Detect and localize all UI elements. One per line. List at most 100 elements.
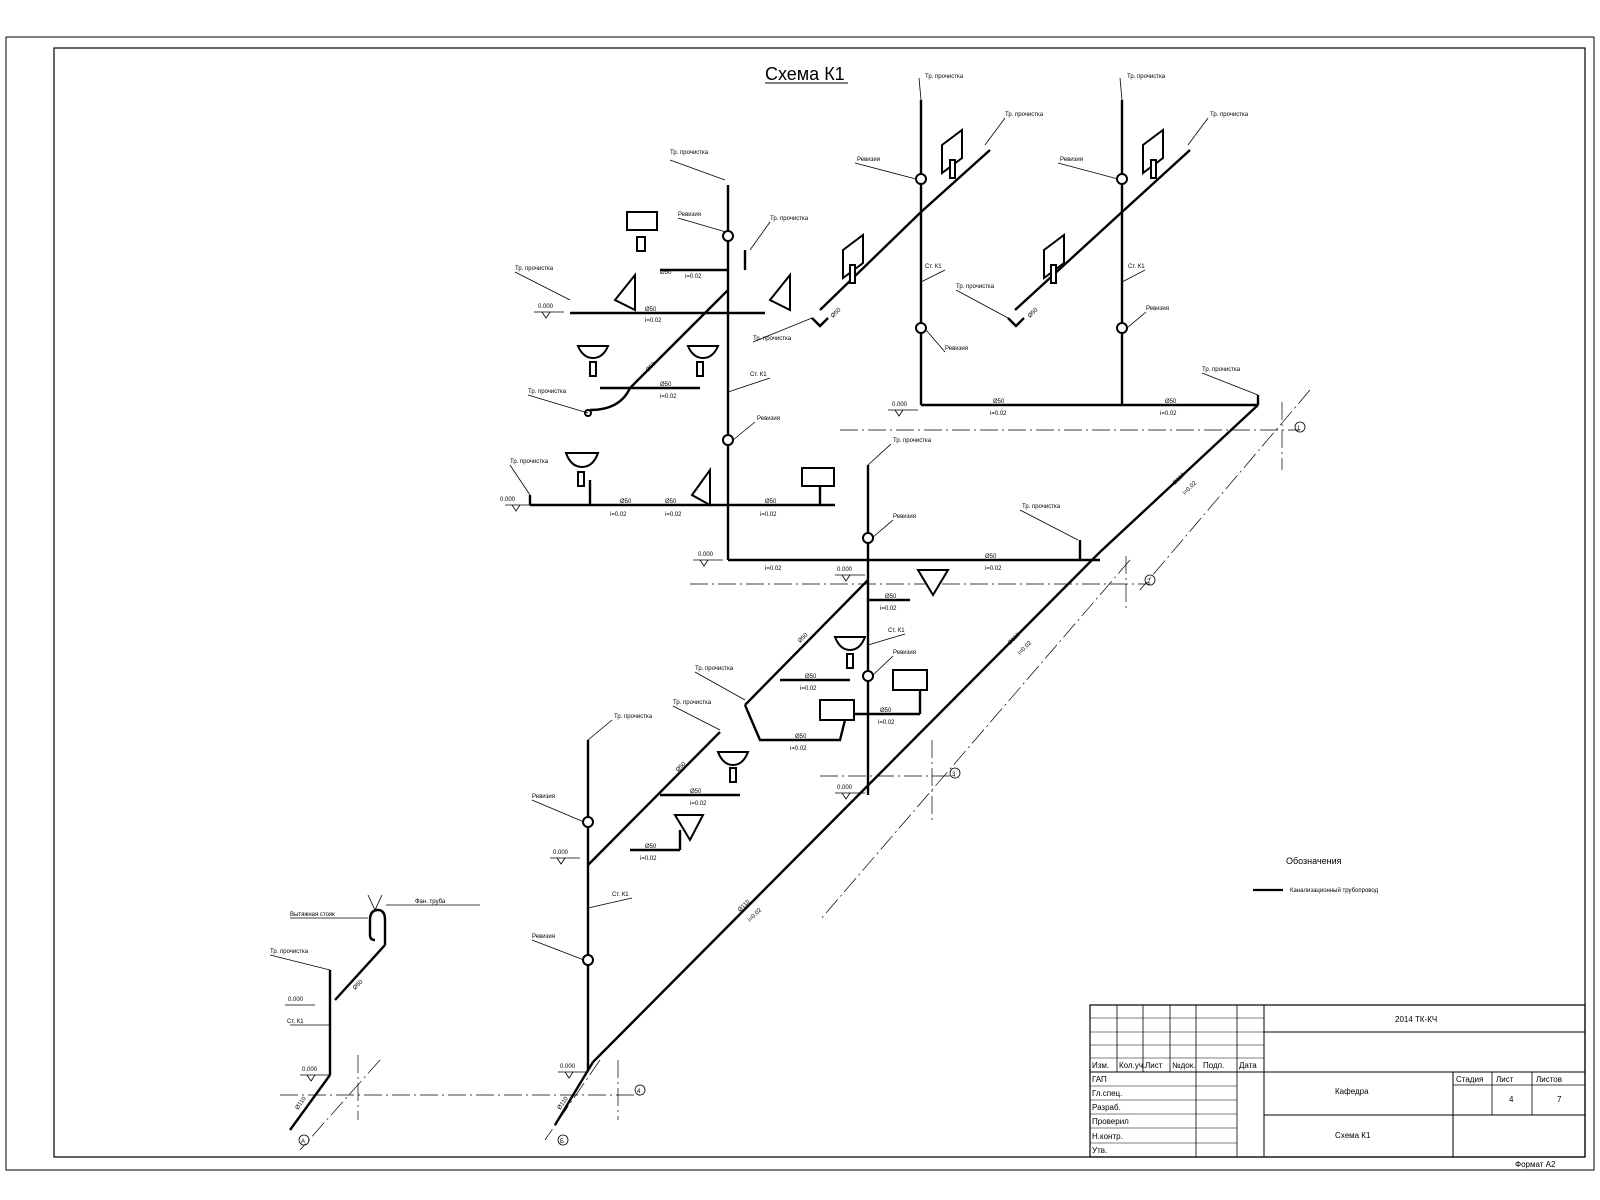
svg-text:i=0.02: i=0.02 bbox=[685, 274, 702, 280]
svg-text:Ø50: Ø50 bbox=[880, 708, 892, 714]
svg-text:А: А bbox=[301, 1139, 305, 1145]
riser-label-6: Ст. К1 bbox=[287, 1019, 330, 1026]
svg-text:i=0.02: i=0.02 bbox=[747, 907, 763, 923]
svg-text:0.000: 0.000 bbox=[288, 997, 304, 1003]
stamp-sheet-header: Лист bbox=[1496, 1075, 1514, 1084]
svg-text:Ст. К1: Ст. К1 bbox=[750, 372, 767, 378]
riser-group-left bbox=[528, 185, 875, 562]
cleanout-label-5: Тр. прочистка bbox=[1187, 112, 1249, 146]
svg-text:i=0.02: i=0.02 bbox=[990, 411, 1007, 417]
svg-text:i=0.02: i=0.02 bbox=[645, 318, 662, 324]
svg-text:Б: Б bbox=[560, 1139, 564, 1145]
inner-frame bbox=[53, 47, 1586, 1158]
stamp-row-6: Утв. bbox=[1092, 1146, 1107, 1155]
fan-pipe-label: Фан. труба bbox=[386, 899, 480, 906]
svg-text:Ø50: Ø50 bbox=[765, 499, 777, 505]
svg-text:Ревизия: Ревизия bbox=[1060, 157, 1083, 163]
stamp-col-6: Дата bbox=[1239, 1061, 1257, 1070]
cleanout-label-8: Тр. прочистка bbox=[752, 317, 813, 343]
annotations: Тр. прочистка Тр. прочистка Тр. прочистк… bbox=[269, 74, 1301, 1145]
svg-text:0.000: 0.000 bbox=[837, 567, 853, 573]
cleanout-label-16: Тр. прочистка bbox=[672, 700, 721, 731]
svg-text:Тр. прочистка: Тр. прочистка bbox=[670, 150, 709, 156]
svg-text:Ревизия: Ревизия bbox=[532, 794, 555, 800]
svg-text:Тр. прочистка: Тр. прочистка bbox=[1127, 74, 1166, 80]
stamp-col-3: Лист bbox=[1145, 1061, 1163, 1070]
svg-text:Ø50: Ø50 bbox=[660, 382, 672, 388]
cleanout-label-17: Тр. прочистка bbox=[587, 714, 653, 741]
svg-text:i=0.02: i=0.02 bbox=[690, 801, 707, 807]
svg-text:i=0.02: i=0.02 bbox=[1182, 480, 1198, 496]
cleanout-label-15: Тр. прочистка bbox=[694, 666, 746, 701]
stamp-row-5: Н.контр. bbox=[1092, 1132, 1123, 1141]
svg-text:Ø50: Ø50 bbox=[620, 499, 632, 505]
svg-text:Тр. прочистка: Тр. прочистка bbox=[1005, 112, 1044, 118]
svg-text:i=0.02: i=0.02 bbox=[985, 566, 1002, 572]
svg-text:i=0.02: i=0.02 bbox=[800, 686, 817, 692]
level-marks: 0.000 0.000 0.000 0.000 0.000 0.000 0.00… bbox=[285, 304, 918, 1082]
stamp-sheet-title: Схема К1 bbox=[1335, 1131, 1371, 1140]
svg-text:Тр. прочистка: Тр. прочистка bbox=[510, 459, 549, 465]
cleanout-label-13: Тр. прочистка bbox=[1201, 367, 1259, 396]
svg-text:0.000: 0.000 bbox=[553, 850, 569, 856]
svg-text:Ø50: Ø50 bbox=[985, 554, 997, 560]
cleanout-label-14: Тр. прочистка bbox=[1019, 504, 1079, 541]
revision-label-7: Ревизия bbox=[871, 514, 916, 539]
svg-text:Ст. К1: Ст. К1 bbox=[888, 628, 905, 634]
svg-text:Ревизия: Ревизия bbox=[1146, 306, 1169, 312]
stamp-stage-header: Стадия bbox=[1456, 1075, 1483, 1084]
svg-text:Ø50: Ø50 bbox=[993, 399, 1005, 405]
drawing-title: Схема К1 bbox=[765, 64, 845, 84]
svg-text:Ø50: Ø50 bbox=[660, 270, 672, 276]
svg-text:Тр. прочистка: Тр. прочистка bbox=[270, 949, 309, 955]
cleanout-label-7: Тр. прочистка bbox=[749, 216, 809, 251]
svg-text:Тр. прочистка: Тр. прочистка bbox=[893, 438, 932, 444]
revision-label-1: Ревизия bbox=[677, 212, 727, 233]
stamp-col-4: №док. bbox=[1172, 1061, 1195, 1070]
riser-group-right bbox=[811, 100, 1258, 407]
svg-text:0.000: 0.000 bbox=[302, 1067, 318, 1073]
svg-text:Ревизия: Ревизия bbox=[945, 346, 968, 352]
svg-text:i=0.02: i=0.02 bbox=[878, 720, 895, 726]
svg-text:2: 2 bbox=[1147, 579, 1151, 585]
svg-text:Ст. К1: Ст. К1 bbox=[925, 264, 942, 270]
riser-small bbox=[289, 894, 387, 1131]
svg-text:Ø50: Ø50 bbox=[885, 594, 897, 600]
stamp-sheets-total: 7 bbox=[1557, 1095, 1562, 1104]
svg-text:i=0.02: i=0.02 bbox=[640, 856, 657, 862]
riser-label-1: Ст. К1 bbox=[727, 372, 771, 393]
svg-text:Тр. прочистка: Тр. прочистка bbox=[770, 216, 809, 222]
svg-text:Тр. прочистка: Тр. прочистка bbox=[925, 74, 964, 80]
stamp-row-1: ГАП bbox=[1092, 1075, 1107, 1084]
slope-labels: Ø50 i=0.02 Ø50 i=0.02 Ø50 i=0.02 Ø50 i=0… bbox=[295, 270, 1199, 1111]
svg-text:Ревизия: Ревизия bbox=[893, 514, 916, 520]
svg-text:Ревизия: Ревизия bbox=[757, 416, 780, 422]
svg-text:4: 4 bbox=[637, 1089, 641, 1095]
svg-text:Фан. труба: Фан. труба bbox=[415, 899, 446, 905]
svg-text:Ст. К1: Ст. К1 bbox=[612, 892, 629, 898]
riser-group-middle bbox=[743, 465, 1100, 795]
svg-text:i=0.02: i=0.02 bbox=[790, 746, 807, 752]
svg-text:Ревизия: Ревизия bbox=[857, 157, 880, 163]
svg-text:i=0.02: i=0.02 bbox=[1160, 411, 1177, 417]
cleanout-label-4: Тр. прочистка bbox=[984, 112, 1044, 146]
revision-label-4: Ревизия bbox=[925, 329, 968, 353]
svg-text:Тр. прочистка: Тр. прочистка bbox=[956, 284, 995, 290]
svg-text:Тр. прочистка: Тр. прочистка bbox=[614, 714, 653, 720]
title-block: Изм. Кол.уч. Лист №док. Подп. Дата ГАП Г… bbox=[1089, 1004, 1586, 1158]
cleanout-label-6: Тр. прочистка bbox=[514, 266, 571, 301]
revision-label-5: Ревизия bbox=[1126, 306, 1169, 329]
svg-text:Ст. К1: Ст. К1 bbox=[287, 1019, 304, 1025]
format-label: Формат А2 bbox=[1515, 1160, 1556, 1169]
riser-label-3: Ст. К1 bbox=[1121, 264, 1145, 283]
svg-text:Вытяжная стояк: Вытяжная стояк bbox=[290, 912, 335, 918]
legend-item-label: Канализационный трубопровод bbox=[1290, 887, 1379, 894]
revision-label-10: Ревизия bbox=[531, 934, 585, 961]
svg-text:Ø50: Ø50 bbox=[645, 307, 657, 313]
svg-text:Ø50: Ø50 bbox=[1027, 307, 1040, 320]
svg-text:Ревизия: Ревизия bbox=[893, 650, 916, 656]
svg-text:Ø50: Ø50 bbox=[690, 789, 702, 795]
svg-text:Тр. прочистка: Тр. прочистка bbox=[695, 666, 734, 672]
svg-text:0.000: 0.000 bbox=[538, 304, 554, 310]
revision-label-6: Ревизия bbox=[732, 416, 780, 441]
